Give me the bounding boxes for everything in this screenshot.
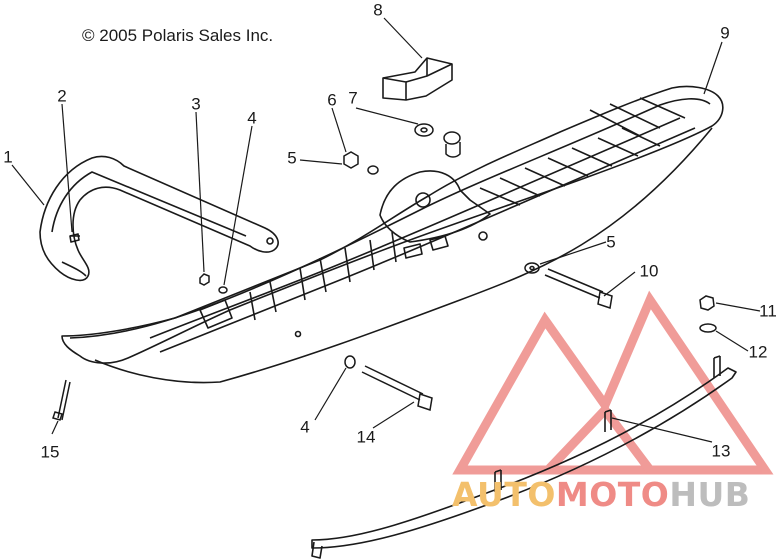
callout-8: 8 — [373, 0, 383, 20]
callout-5b: 5 — [606, 232, 616, 252]
callout-13: 13 — [711, 441, 731, 461]
copyright-notice: © 2005 Polaris Sales Inc. — [82, 26, 274, 45]
leader-lines — [11, 17, 761, 443]
ski-handle — [39, 155, 279, 282]
ski-body — [61, 85, 724, 384]
callout-9: 9 — [720, 23, 730, 43]
callout-1: 1 — [3, 147, 13, 167]
callout-3: 3 — [191, 94, 201, 114]
callout-11: 11 — [759, 301, 777, 321]
callout-12: 12 — [748, 342, 768, 362]
wedge-block — [382, 57, 453, 101]
callout-4b: 4 — [300, 417, 310, 437]
callout-5: 5 — [287, 148, 297, 168]
callout-14: 14 — [356, 427, 376, 447]
watermark-text: AUTOMOTOHUB — [452, 478, 750, 511]
watermark-logo — [452, 290, 774, 475]
callout-10: 10 — [639, 261, 659, 281]
wear-bar — [311, 355, 737, 559]
callout-2: 2 — [57, 86, 67, 106]
callout-6: 6 — [327, 90, 337, 110]
watermark-part-1: AUTO — [452, 475, 556, 514]
callout-7: 7 — [348, 88, 358, 108]
watermark-part-2: MOTO — [555, 475, 670, 514]
callout-4: 4 — [247, 108, 257, 128]
watermark-part-3: HUB — [669, 475, 751, 514]
hardware — [52, 123, 717, 421]
callout-15: 15 — [40, 442, 60, 462]
